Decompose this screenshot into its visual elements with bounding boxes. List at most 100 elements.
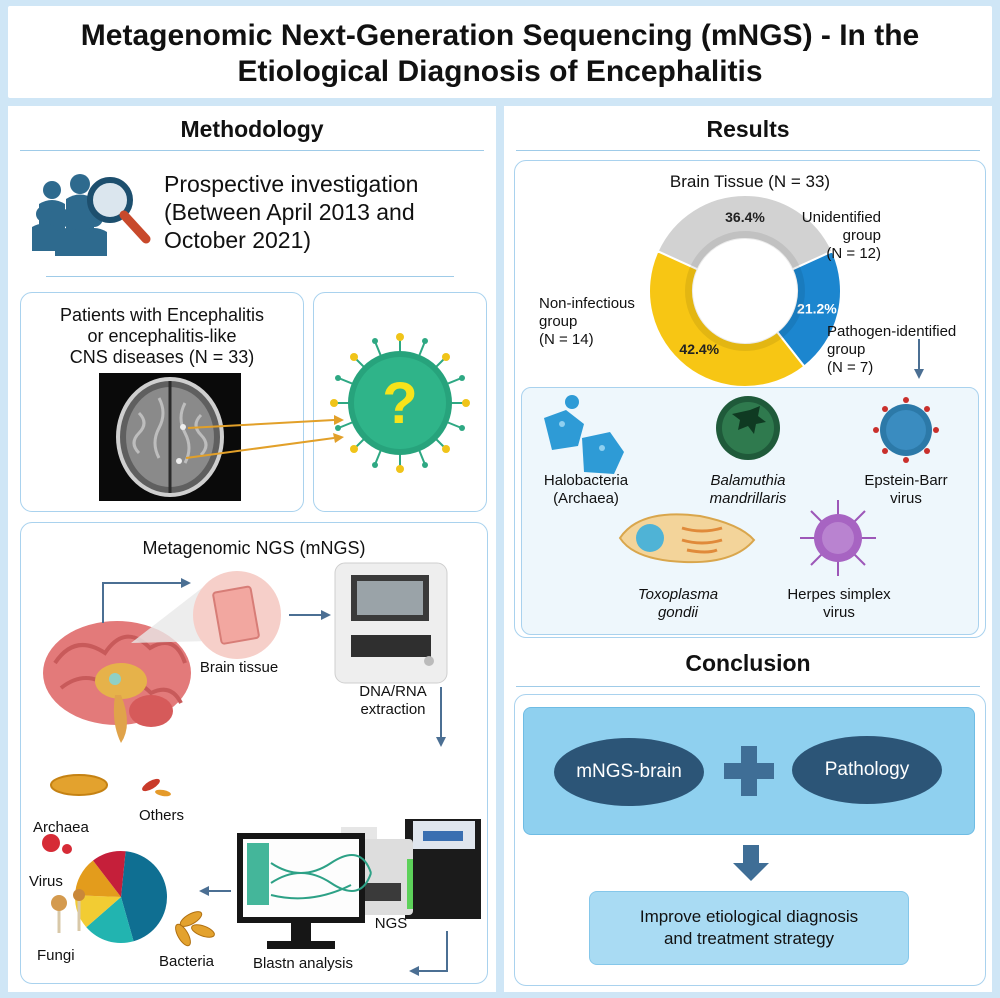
mngs-brain-text: mNGS-brain [576,761,682,782]
halobacteria-line-1: Halobacteria [543,472,629,489]
outcome-line-1: Improve etiological diagnosis [639,907,859,926]
title-line-2: Etiological Diagnosis of Encephalitis [237,55,763,88]
bacteria-icon [175,911,215,947]
archaea-icon [50,774,108,796]
donut-label-2: 42.4% [679,341,719,357]
mngs-heading: Metagenomic NGS (mNGS) [142,538,366,558]
blastn-label: Blastn analysis [252,955,354,972]
results-box: Brain Tissue (N = 33) 36.4% 21.2% 42.4% Un… [514,160,986,638]
bacteria-label: Bacteria [159,953,215,970]
donut-segment-0 [656,194,834,271]
conclusion-box: mNGS-brain Pathology Improve etiological… [514,694,986,986]
results-panel: Results Brain Tissue (N = 33) 36.4% 21.2%… [504,106,992,992]
investigation-line-2: (Between April 2013 and [164,199,415,225]
pathogen-line-1: Pathogen-identified [827,323,957,340]
noninfectious-label: Non-infectious group (N = 14) [539,295,635,349]
microbe-composition-pie [75,851,168,943]
extraction-line-2: extraction [360,701,426,718]
balamuthia-line-1: Balamuthia [710,472,786,489]
noninfectious-line-1: Non-infectious [539,295,635,312]
balamuthia-icon [716,396,780,460]
donut-title: Brain Tissue (N = 33) [669,172,831,191]
conclusion-combo-box: mNGS-brain Pathology [523,707,975,835]
plus-icon [724,746,774,796]
ebv-line-1: Epstein-Barr [864,472,948,489]
halobacteria-line-2: (Archaea) [553,490,619,507]
donut-segment-2 [648,249,806,389]
page-title: Metagenomic Next-Generation Sequencing (… [8,18,992,90]
results-divider [516,150,980,151]
methodology-panel: Methodology Prospective investigation (B… [8,106,496,992]
title-line-1: Metagenomic Next-Generation Sequencing (… [80,19,920,52]
outcome-box: Improve etiological diagnosis and treatm… [589,891,909,965]
title-banner: Metagenomic Next-Generation Sequencing (… [8,6,992,98]
mini-pie-slice-others [93,851,126,897]
ebv-line-2: virus [890,490,922,507]
pathology-ellipse: Pathology [792,736,942,804]
outcome-line-2: and treatment strategy [663,929,835,948]
hsv-line-2: virus [823,604,855,621]
fungi-label: Fungi [37,947,75,964]
pathogen-arrow [914,339,924,379]
hsv-line-1: Herpes simplex [787,586,891,603]
mri-brain-scan [99,373,241,501]
investigation-line-3: October 2021) [164,227,312,253]
methodology-divider [20,150,484,151]
balamuthia-label: Balamuthia mandrillaris [688,472,808,508]
conclusion-heading: Conclusion [685,650,811,676]
archaea-label: Archaea [33,819,89,836]
ebv-label: Epstein-Barr virus [846,472,966,508]
noninfectious-line-3: (N = 14) [539,331,594,348]
toxoplasma-line-2: gondii [657,604,699,621]
blastn-monitor-icon [237,833,372,949]
investigation-line-1: Prospective investigation [164,171,419,197]
others-label: Others [139,807,185,824]
conclusion-divider [516,686,980,687]
patients-line-1: Patients with Encephalitis [59,305,265,325]
noninfectious-line-2: group [539,313,578,330]
mngs-workflow [42,562,481,976]
toxoplasma-label: Toxoplasma gondii [618,586,738,622]
toxoplasma-line-1: Toxoplasma [637,586,719,603]
mini-pie-slice-virus [75,895,121,928]
brain-tissue-donut-chart: 36.4% 21.2% 42.4% [648,194,842,389]
hsv-label: Herpes simplex virus [776,586,902,622]
mngs-brain-ellipse: mNGS-brain [554,738,704,806]
unidentified-label: Unidentified group (N = 12) [795,209,881,263]
mngs-box: Metagenomic NGS (mNGS) [20,522,488,984]
extraction-label: DNA/RNA extraction [353,683,433,719]
extraction-machine-icon [334,562,448,684]
unidentified-line-3: (N = 12) [826,245,881,262]
investigation-text: Prospective investigation (Between April… [164,170,418,254]
virus-icon [42,834,60,852]
mini-pie-slice-fungi [86,897,134,943]
conclusion-down-arrow [733,845,769,881]
unidentified-line-1: Unidentified [801,209,881,226]
patients-box: Patients with Encephalitis or encephalit… [20,292,304,512]
extraction-line-1: DNA/RNA [359,683,427,700]
donut-label-0: 36.4% [725,209,765,225]
question-mark: ? [382,371,417,436]
results-heading: Results [706,116,790,142]
unknown-virus-icon: ? [330,333,470,473]
mini-pie-slice-archaea [75,860,121,897]
fungi-icon [51,889,85,933]
pathogen-line-3: (N = 7) [827,359,874,376]
ngs-label: NGS [374,915,408,932]
donut-label-1: 21.2% [797,301,837,317]
pathogen-label: Pathogen-identified group (N = 7) [827,323,956,377]
mini-pie-slice-bacteria [121,851,168,942]
balamuthia-line-2: mandrillaris [709,490,787,507]
pathology-text: Pathology [824,759,910,780]
halobacteria-icon [544,395,624,474]
patients-line-3: CNS diseases (N = 33) [69,347,255,367]
pathogen-line-2: group [827,341,866,358]
toxoplasma-icon [618,513,756,564]
mri-to-pathogen-arrows [185,415,344,459]
hsv-icon [800,500,876,576]
ebv-icon [873,397,939,463]
patients-line-2: or encephalitis-like [87,326,237,346]
brain-icon [43,621,191,743]
pathogen-illustrations [544,395,939,576]
unidentified-line-2: group [842,227,881,244]
